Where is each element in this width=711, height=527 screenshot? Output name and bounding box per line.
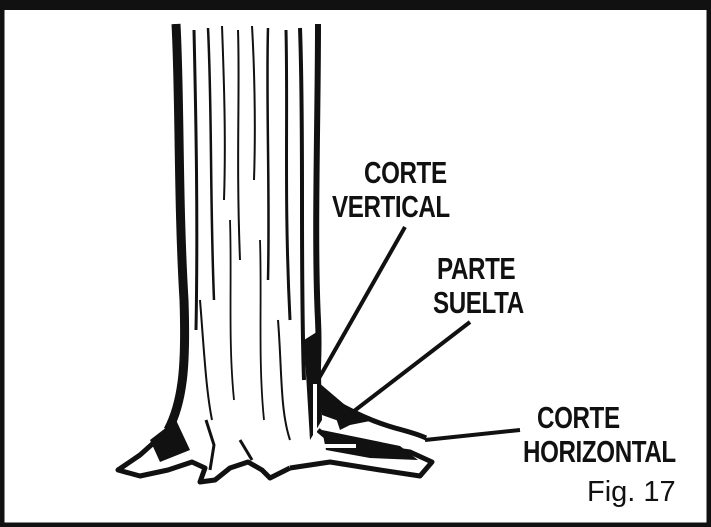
horizontal-cut-leader: [424, 428, 521, 442]
loose-part-leader: [343, 320, 472, 420]
vertical-cut-label-line2: VERTICAL: [332, 189, 450, 224]
vertical-cut-label-line1: CORTE: [364, 155, 447, 190]
loose-part-label-line2: SUELTA: [433, 285, 524, 320]
loose-part-label-line1: PARTE: [437, 251, 516, 286]
root-with-cuts: [289, 382, 435, 479]
horizontal-cut-label-line2: HORIZONTAL: [523, 434, 676, 469]
tree-trunk: [115, 23, 322, 485]
leader-lines: [316, 226, 521, 442]
horizontal-cut-label-line1: CORTE: [537, 400, 620, 435]
vertical-cut-leader: [316, 226, 407, 381]
figure-caption: Fig. 17: [587, 476, 676, 508]
